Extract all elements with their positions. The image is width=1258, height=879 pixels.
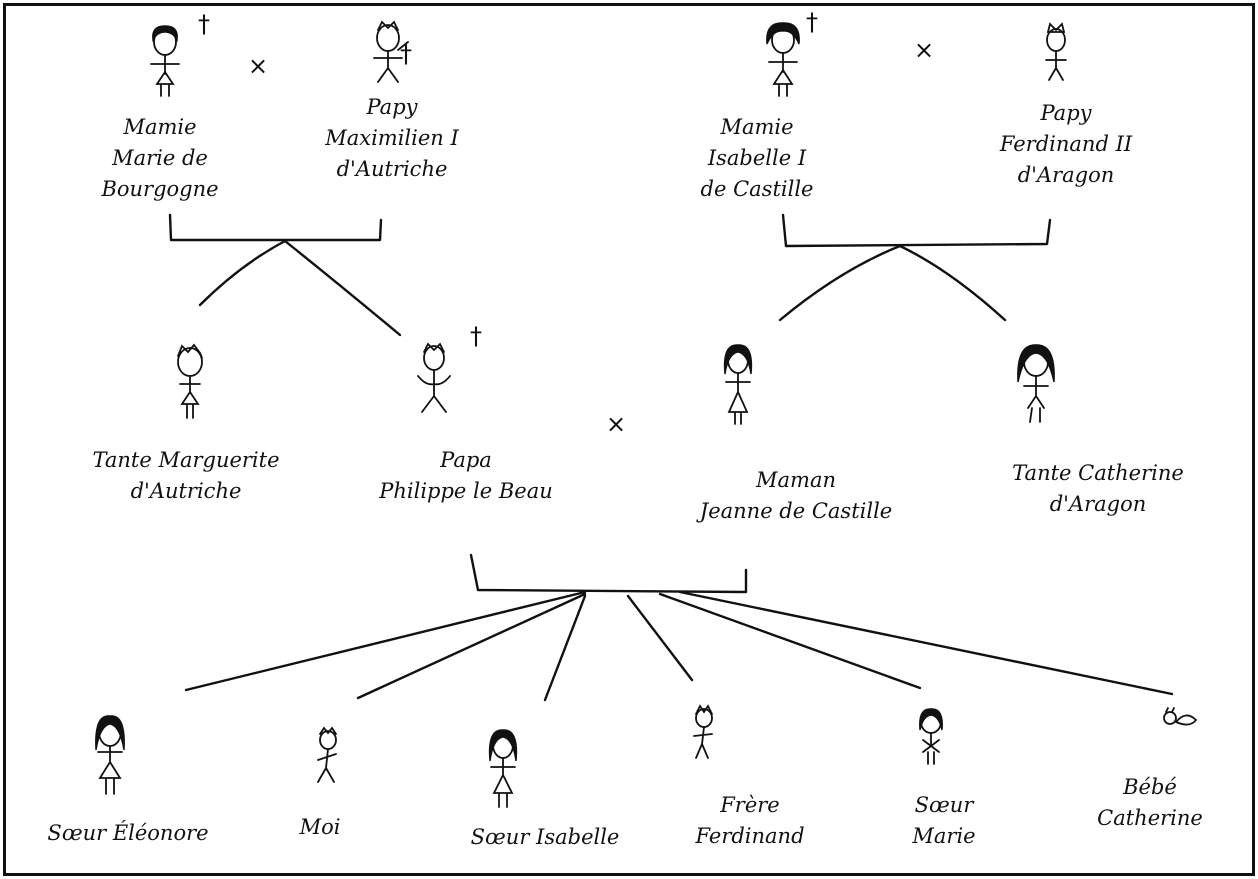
stick-figure-icon bbox=[723, 344, 753, 425]
child-line-6 bbox=[678, 590, 1174, 696]
person-label-ferdinand: Frère Ferdinand bbox=[695, 793, 805, 848]
person-label-maximilien-i: Papy Maximilien I d'Autriche bbox=[325, 95, 459, 181]
child-line-1 bbox=[184, 590, 587, 692]
descent-line-right-2 bbox=[898, 244, 1007, 322]
stick-figure-icon bbox=[488, 729, 518, 808]
deceased-symbol: † bbox=[198, 10, 210, 38]
person-label-marie-de-bourgogne: Mamie Marie de Bourgogne bbox=[101, 115, 219, 201]
child-line-5 bbox=[658, 592, 922, 690]
descent-line-left-1 bbox=[198, 239, 287, 307]
person-label-eleonore: Sœur Éléonore bbox=[47, 821, 209, 845]
person-label-philippe: Papa Philippe le Beau bbox=[379, 448, 553, 503]
stick-figure-icon bbox=[417, 342, 451, 413]
child-line-4 bbox=[626, 594, 694, 682]
marriage-symbol: × bbox=[606, 410, 626, 438]
couple-bracket-left bbox=[168, 213, 383, 242]
person-label-marie: Sœur Marie bbox=[912, 793, 976, 848]
deceased-symbol: † bbox=[470, 322, 482, 350]
child-line-2 bbox=[356, 592, 587, 700]
stick-figure-icon bbox=[1017, 344, 1055, 423]
stick-figure-icon bbox=[766, 22, 800, 97]
baby-figure-icon bbox=[1163, 707, 1198, 726]
stick-figure-icon bbox=[1045, 22, 1067, 81]
person-label-catherine-baby: Bébé Catherine bbox=[1097, 775, 1203, 830]
stick-figure-icon bbox=[95, 715, 125, 795]
person-label-ferdinand-ii: Papy Ferdinand II d'Aragon bbox=[999, 101, 1133, 187]
stick-figure-icon bbox=[373, 20, 409, 83]
person-label-isabelle: Sœur Isabelle bbox=[470, 825, 620, 849]
stick-figure-icon bbox=[693, 704, 713, 759]
person-label-catherine: Tante Catherine d'Aragon bbox=[1012, 461, 1184, 516]
couple-bracket-right bbox=[781, 213, 1052, 248]
descent-line-right-1 bbox=[778, 244, 902, 322]
couple-bracket-parents bbox=[469, 553, 748, 594]
marriage-symbol: × bbox=[914, 36, 934, 64]
child-line-3 bbox=[543, 594, 587, 702]
family-tree-frame bbox=[3, 3, 1255, 876]
stick-figure-icon bbox=[177, 343, 203, 419]
stick-figure-icon bbox=[919, 708, 943, 765]
deceased-symbol: † bbox=[400, 40, 412, 68]
person-label-jeanne: Maman Jeanne de Castille bbox=[699, 468, 893, 523]
person-label-isabelle-i: Mamie Isabelle I de Castille bbox=[700, 115, 814, 201]
descent-line-left-2 bbox=[283, 239, 402, 337]
marriage-symbol: × bbox=[248, 52, 268, 80]
stick-figure-icon bbox=[150, 25, 180, 97]
person-label-moi: Moi bbox=[299, 815, 341, 839]
person-label-marguerite: Tante Marguerite d'Autriche bbox=[92, 448, 280, 503]
stick-figure-icon bbox=[317, 726, 337, 783]
deceased-symbol: † bbox=[806, 8, 818, 36]
